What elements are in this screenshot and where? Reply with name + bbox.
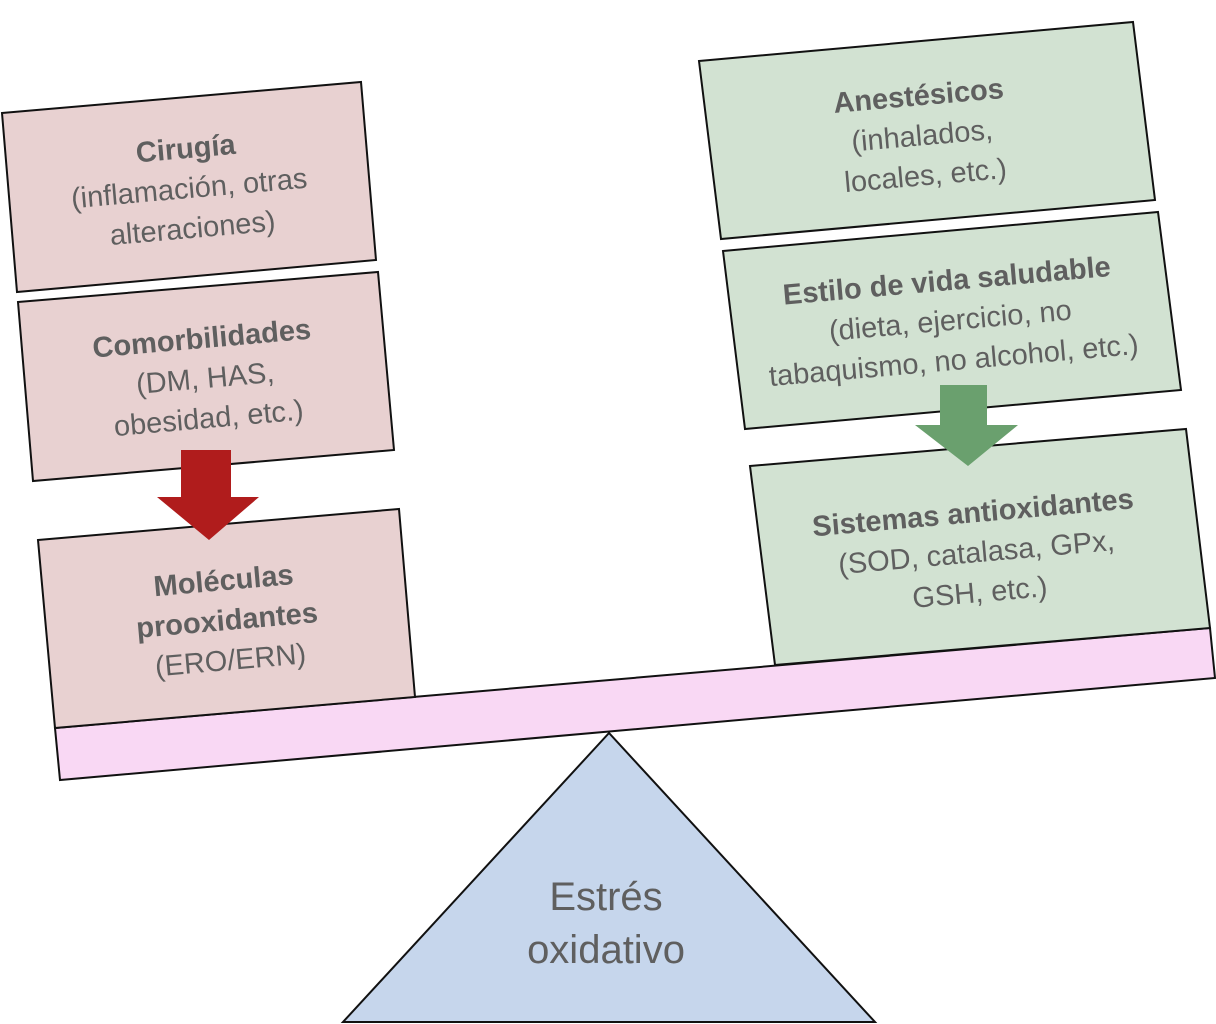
box-estilo-de-vida: Estilo de vida saludable (dieta, ejercic… [721, 210, 1183, 431]
fulcrum-label-line2: oxidativo [527, 928, 685, 972]
box-cirugia: Cirugía (inflamación, otras alteraciones… [0, 80, 378, 294]
box-comorbilidades: Comorbilidades (DM, HAS, obesidad, etc.) [16, 270, 396, 483]
box-anestesicos: Anestésicos (inhalados, locales, etc.) [697, 20, 1157, 241]
fulcrum-triangle [340, 731, 878, 1023]
red-down-arrow-icon [157, 450, 259, 540]
box-sistemas-antioxidantes: Sistemas antioxidantes (SOD, catalasa, G… [748, 427, 1212, 667]
green-down-arrow-icon [915, 385, 1018, 466]
box-moleculas-prooxidantes: Moléculas prooxidantes (ERO/ERN) [36, 507, 417, 730]
fulcrum-label-line1: Estrés [549, 875, 662, 919]
